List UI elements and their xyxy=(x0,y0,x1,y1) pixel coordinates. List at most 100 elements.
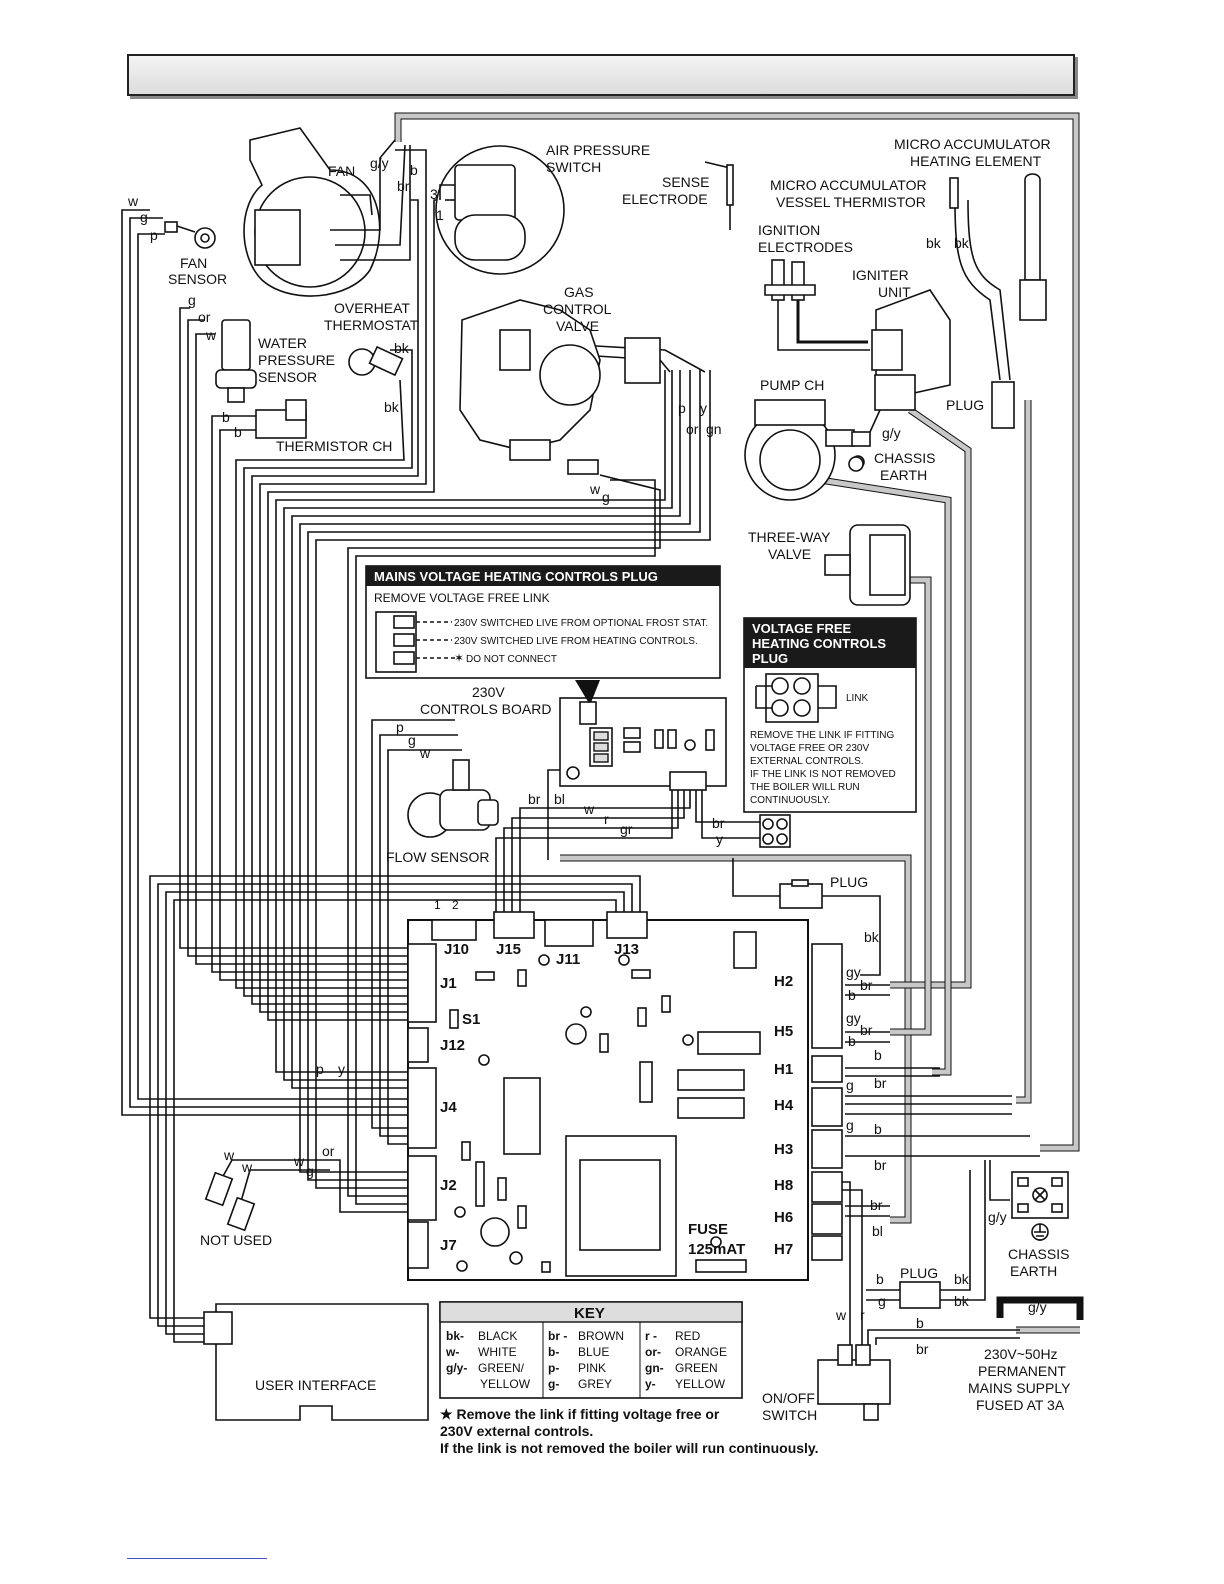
thermistor-ch xyxy=(255,399,307,439)
wc-br-fan: br xyxy=(397,178,410,194)
conn-h3: H3 xyxy=(774,1141,793,1158)
wc-bk-oht1: bk xyxy=(394,340,410,356)
aps-pin-3: 3 xyxy=(430,186,438,202)
label-sense-2: ELECTRODE xyxy=(622,191,708,207)
conn-j1: J1 xyxy=(440,975,457,992)
key-table: KEY bk- BLACK w- WHITE g/y- GREEN/ YELLO… xyxy=(439,1301,743,1399)
wc-gy-mains: g/y xyxy=(1028,1299,1047,1315)
label-mains-2: PERMANENT xyxy=(978,1363,1066,1379)
wc-b-mains: b xyxy=(916,1315,924,1331)
wc-y-j4: y xyxy=(338,1061,345,1077)
left-harness xyxy=(121,149,711,1343)
footer-link-underline xyxy=(127,1558,267,1559)
air-pressure-switch xyxy=(435,145,565,275)
wc-w-fs: w xyxy=(127,193,139,209)
wc-p-j4: p xyxy=(316,1061,324,1077)
key-col2-code-0: br - xyxy=(548,1329,567,1343)
pump-ch xyxy=(744,399,865,501)
wc-w-wps: w xyxy=(205,327,217,343)
conn-j10: J10 xyxy=(444,941,469,958)
label-igu-2: UNIT xyxy=(878,284,911,300)
key-col3-name-2: GREEN xyxy=(675,1361,718,1375)
key-col1-name-0: BLACK xyxy=(478,1329,517,1343)
conn-h8: H8 xyxy=(774,1177,793,1194)
label-oht-1: OVERHEAT xyxy=(334,300,410,316)
key-col2-name-1: BLUE xyxy=(578,1345,609,1359)
wc-or-wps: or xyxy=(198,309,211,325)
mains-plug-line2: 230V SWITCHED LIVE FROM HEATING CONTROLS… xyxy=(454,636,698,647)
vf-note-5: THE BOILER WILL RUN xyxy=(750,782,860,793)
wc-b-fan: b xyxy=(410,162,418,178)
label-flow-sensor: FLOW SENSOR xyxy=(386,849,489,865)
wc-y-gcv: y xyxy=(700,400,707,416)
three-way-valve xyxy=(824,524,911,606)
key-title: KEY xyxy=(574,1305,605,1322)
micro-acc-heating-element xyxy=(991,173,1047,429)
wc-p-fs: p xyxy=(150,227,158,243)
label-plug-top: PLUG xyxy=(946,397,984,413)
wc-b-h1: b xyxy=(874,1047,882,1063)
wc-b-h2: b xyxy=(848,987,856,1003)
wc-r-sw: r xyxy=(860,1307,865,1323)
water-pressure-sensor xyxy=(215,319,257,403)
user-interface-label: USER INTERFACE xyxy=(255,1377,376,1393)
label-mat-1: MICRO ACCUMULATOR xyxy=(770,177,927,193)
wc-w-cb: w xyxy=(583,801,595,817)
fan xyxy=(243,127,411,297)
vf-title-1: VOLTAGE FREE xyxy=(752,621,852,636)
wc-y-vf: y xyxy=(716,831,723,847)
mains-plug-subtitle: REMOVE VOLTAGE FREE LINK xyxy=(374,591,550,605)
vf-note-1: REMOVE THE LINK IF FITTING xyxy=(750,730,894,741)
wc-w-flow: w xyxy=(419,745,431,761)
wc-gy-h2: gy xyxy=(846,964,861,980)
key-col3-code-1: or- xyxy=(645,1345,661,1359)
vf-note-2: VOLTAGE FREE OR 230V xyxy=(750,743,869,754)
label-onoff-1: ON/OFF xyxy=(762,1390,815,1406)
label-plug-mid: PLUG xyxy=(830,874,868,890)
igniter-unit xyxy=(871,289,951,411)
label-ign-1: IGNITION xyxy=(758,222,820,238)
wc-bk-plug3: bk xyxy=(954,1293,970,1309)
conn-j13: J13 xyxy=(614,941,639,958)
label-igu-1: IGNITER xyxy=(852,267,909,283)
wc-g-gcv: g xyxy=(602,489,610,505)
key-col3-name-1: ORANGE xyxy=(675,1345,727,1359)
footnote-line3: If the link is not removed the boiler wi… xyxy=(440,1440,819,1456)
plug-main xyxy=(779,879,823,909)
micro-acc-thermistor xyxy=(949,177,959,209)
label-aps-2: SWITCH xyxy=(546,159,601,175)
wc-b-th1: b xyxy=(222,409,230,425)
wc-br-h5: br xyxy=(860,1022,873,1038)
conn-h5: H5 xyxy=(774,1023,793,1040)
label-cb-1: 230V xyxy=(472,684,505,700)
wc-w-nu2: w xyxy=(241,1159,253,1175)
fan-sensor xyxy=(164,221,216,249)
wc-b-plug: b xyxy=(876,1271,884,1287)
wc-gy-pump: g/y xyxy=(882,425,901,441)
wc-bk-mat2: bk xyxy=(954,235,970,251)
key-col2-name-3: GREY xyxy=(578,1377,612,1391)
wc-b-th2: b xyxy=(234,424,242,440)
vf-note-4: IF THE LINK IS NOT REMOVED xyxy=(750,769,896,780)
key-col1-code-1: w- xyxy=(445,1345,459,1359)
wc-w-gcv: w xyxy=(589,481,601,497)
label-mains-4: FUSED AT 3A xyxy=(976,1397,1065,1413)
conn-h4: H4 xyxy=(774,1097,794,1114)
plug-bottom xyxy=(899,1281,941,1309)
conn-h6: H6 xyxy=(774,1209,793,1226)
key-col2-name-2: PINK xyxy=(578,1361,606,1375)
label-gcv-2: CONTROL xyxy=(543,301,612,317)
wc-p-flow: p xyxy=(396,719,404,735)
component-labels: FAN FAN SENSOR AIR PRESSURE SWITCH SENSE… xyxy=(168,136,1071,1423)
wc-bk-mat1: bk xyxy=(926,235,942,251)
wc-bk-plug: bk xyxy=(864,929,880,945)
wc-bl-h6: bl xyxy=(872,1223,883,1239)
label-pump-ch: PUMP CH xyxy=(760,377,824,393)
ignition-electrodes xyxy=(764,259,816,301)
wc-or-gcv: or xyxy=(686,421,699,437)
mains-plug-box: MAINS VOLTAGE HEATING CONTROLS PLUG REMO… xyxy=(365,565,721,679)
label-ce-bottom-1: CHASSIS xyxy=(1008,1246,1069,1262)
key-col1-name-2: GREEN/ xyxy=(478,1361,525,1375)
earth-wires xyxy=(394,112,1084,1334)
wc-g-j2: g xyxy=(306,1163,314,1179)
